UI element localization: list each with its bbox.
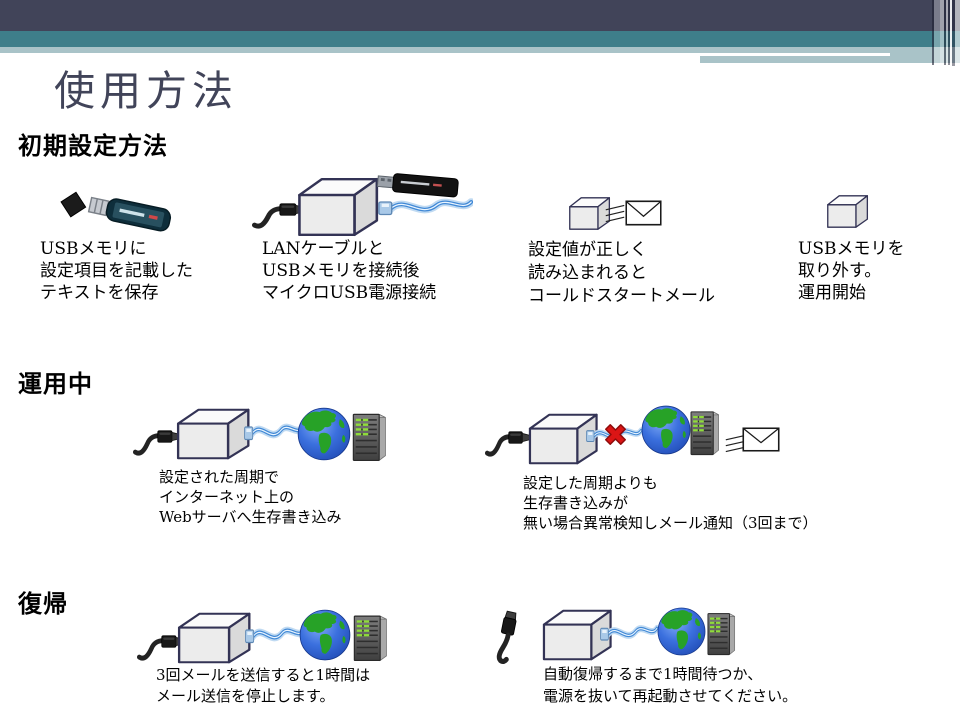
step3-text-line: コールドスタートメール <box>528 286 715 306</box>
header-bar-light <box>0 47 960 53</box>
step3-text-line: 設定値が正しく <box>528 240 647 260</box>
heading-operation: 運用中 <box>18 370 93 398</box>
server-icon <box>689 406 720 456</box>
corner-stripe <box>932 0 934 65</box>
recovery-wait-text-line: メール送信を停止します。 <box>156 687 335 705</box>
recovery-wait-text-line: 3回メールを送信すると1時間は <box>156 666 371 684</box>
corner-stripe <box>946 0 948 65</box>
device-box-icon <box>296 176 382 238</box>
step4-text-line: 運用開始 <box>798 283 866 303</box>
recovery-restart-text-line: 電源を抜いて再起動させてください。 <box>543 687 798 705</box>
corner-stripe <box>948 0 950 65</box>
corner-stripe <box>952 0 955 66</box>
recovery-restart-text-line: 自動復帰するまで1時間待つか、 <box>543 665 763 683</box>
corner-stripe <box>934 0 940 65</box>
header-bar-teal <box>0 31 960 47</box>
step4-text-line: 取り外す。 <box>798 261 882 281</box>
device-box-icon <box>176 611 254 665</box>
step1-text-line: 設定項目を記載した <box>40 261 193 281</box>
operation-normal-text-line: 設定された周期で <box>159 468 280 486</box>
corner-stripe <box>944 0 946 65</box>
server-icon <box>351 408 387 462</box>
lan-cable-icon <box>600 619 658 647</box>
heading-recovery: 復帰 <box>18 590 68 618</box>
step1-text-line: テキストを保存 <box>40 283 159 303</box>
globe-icon <box>640 404 692 456</box>
slide-title: 使用方法 <box>54 67 238 115</box>
mail-envelope-icon <box>625 200 662 226</box>
step4-text-line: USBメモリを <box>798 239 905 259</box>
server-icon <box>352 610 388 662</box>
mail-envelope-icon <box>742 427 780 452</box>
device-box-icon <box>826 194 870 229</box>
corner-stripe <box>940 0 944 65</box>
usb-power-cable-icon <box>133 421 181 457</box>
globe-icon <box>298 608 352 662</box>
step1-text-line: USBメモリに <box>40 239 147 259</box>
motion-lines-icon <box>605 204 625 223</box>
corner-stripe <box>955 0 960 66</box>
step2-text-line: USBメモリを接続後 <box>262 261 420 281</box>
header-bar-dark <box>0 0 960 31</box>
step2-text-line: マイクロUSB電源接続 <box>262 283 437 303</box>
step3-text-line: 読み込まれると <box>528 263 647 283</box>
lan-cable-icon <box>378 192 473 222</box>
globe-icon <box>656 606 707 657</box>
lan-cable-icon <box>245 620 305 650</box>
header-bar-light-right <box>700 56 947 63</box>
corner-stripe <box>950 0 952 66</box>
globe-icon <box>296 406 352 462</box>
operation-normal-text-line: インターネット上の <box>159 488 295 506</box>
unplugged-usb-cable-icon <box>494 610 524 666</box>
server-icon <box>706 608 736 656</box>
step2-text-line: LANケーブルと <box>262 239 385 259</box>
operation-error-text-line: 生存書き込みが <box>523 494 629 512</box>
lan-cable-icon <box>244 417 304 447</box>
error-cross-icon <box>602 421 629 448</box>
operation-error-text-line: 無い場合異常検知しメール通知（3回まで） <box>523 514 818 532</box>
heading-initial-setup: 初期設定方法 <box>18 132 168 160</box>
usb-power-cable-icon <box>485 422 531 458</box>
operation-error-text-line: 設定した周期よりも <box>523 474 658 492</box>
device-box-icon <box>175 407 253 461</box>
operation-normal-text-line: Webサーバへ生存書き込み <box>159 508 342 526</box>
